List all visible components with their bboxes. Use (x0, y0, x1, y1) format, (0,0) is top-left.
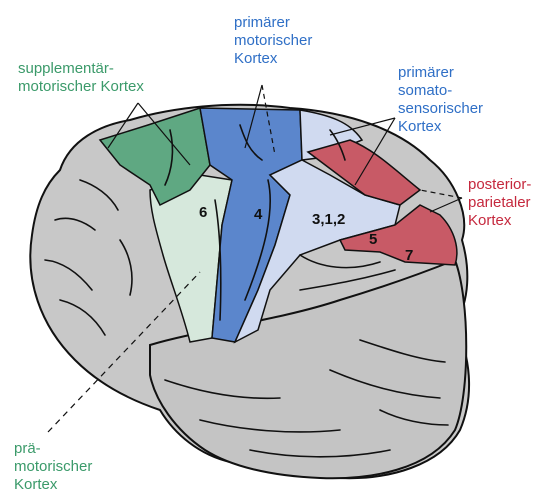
s1-label-line3: sensorischer (398, 100, 483, 117)
ppc-label-line3: Kortex (468, 212, 511, 229)
pm-label-line2: motorischer (14, 458, 92, 475)
pm-label-line1: prä- (14, 440, 41, 457)
sma-label-line2: motorischer Kortex (18, 78, 144, 95)
area-7-number: 7 (405, 247, 413, 264)
sma-label-line1: supplementär- (18, 60, 114, 77)
ppc-label-line1: posterior- (468, 176, 531, 193)
area-5-number: 5 (369, 231, 377, 248)
m1-label-line2: motorischer (234, 32, 312, 49)
ppc-label-line2: parietaler (468, 194, 531, 211)
area-4-number: 4 (254, 206, 263, 223)
m1-label-line3: Kortex (234, 50, 277, 67)
s1-label-line1: primärer (398, 64, 454, 81)
s1-label-line2: somato- (398, 82, 452, 99)
m1-label-line1: primärer (234, 14, 290, 31)
s1-label-line4: Kortex (398, 118, 441, 135)
area-6-number: 6 (199, 204, 207, 221)
area-312-number: 3,1,2 (312, 211, 345, 228)
pm-label-line3: Kortex (14, 476, 57, 493)
